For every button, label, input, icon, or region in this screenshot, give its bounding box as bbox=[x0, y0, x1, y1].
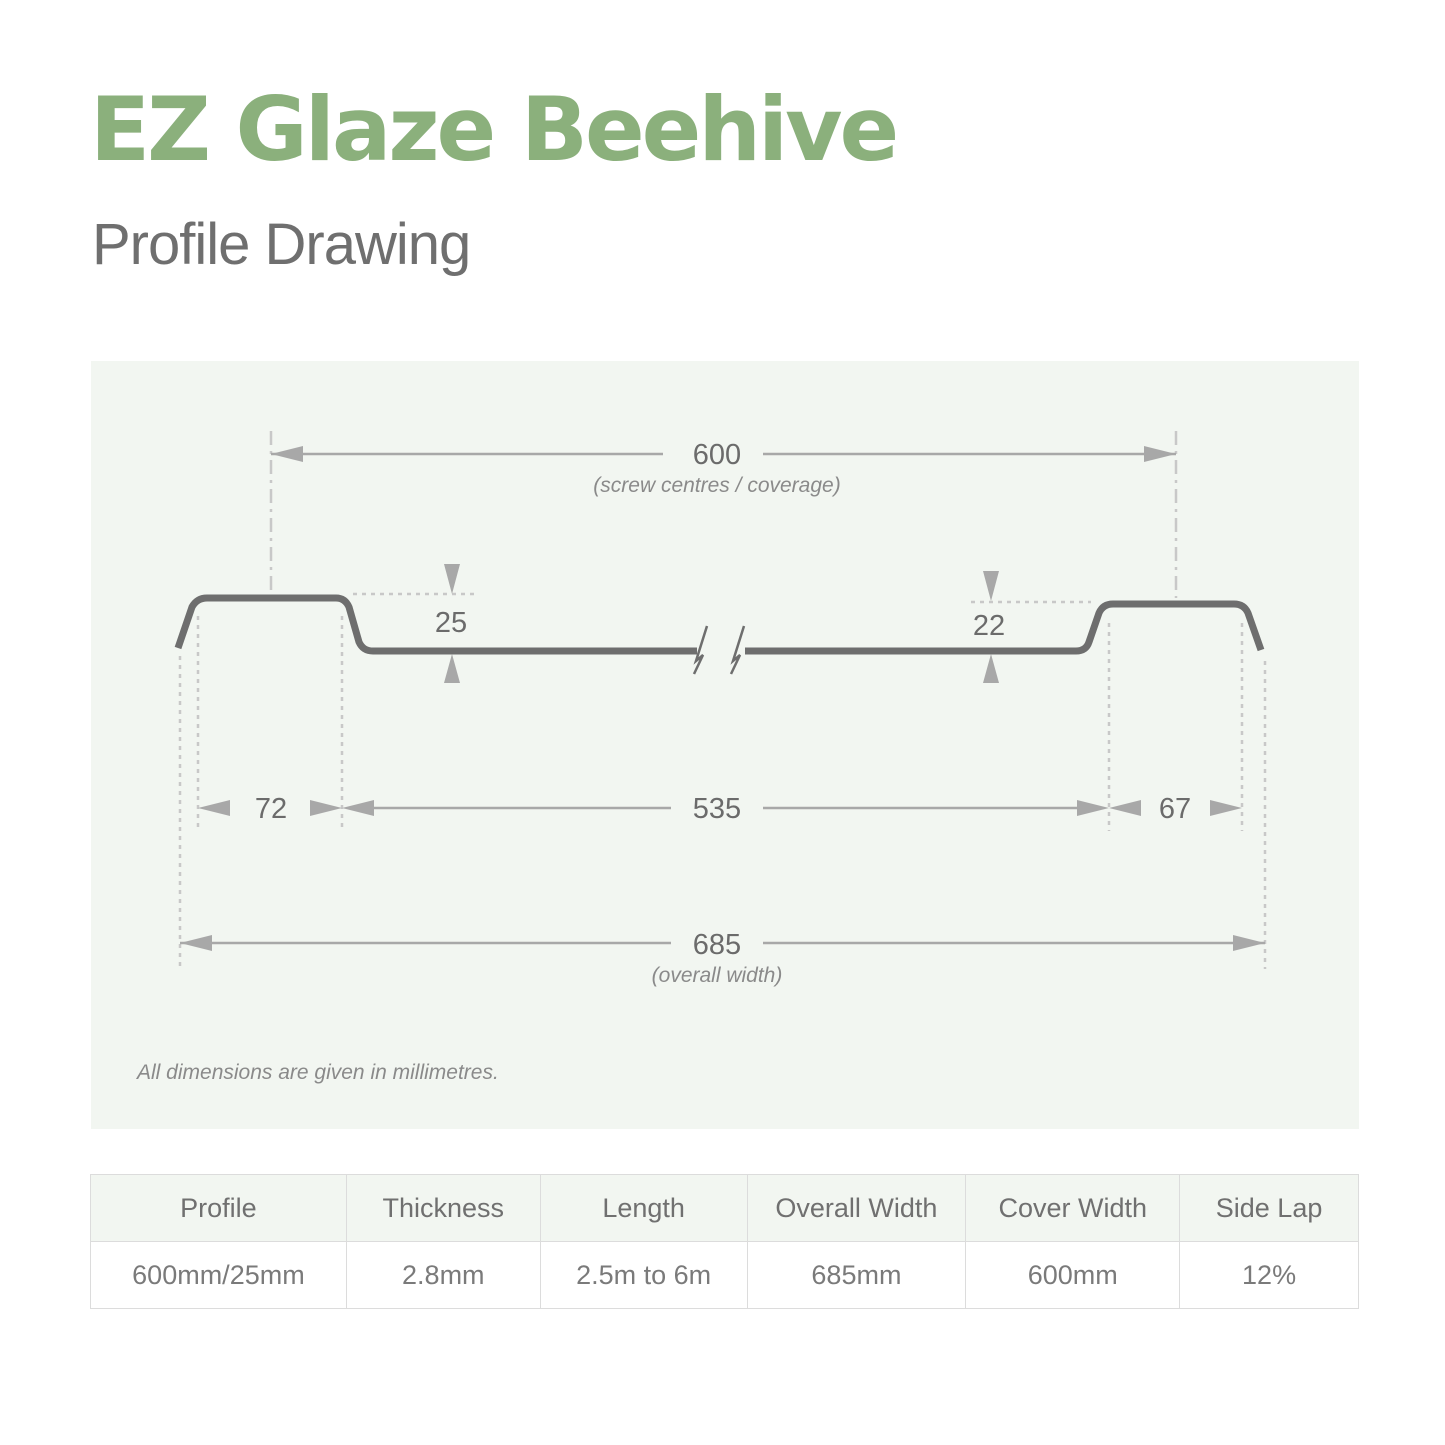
dimension-25-value: 25 bbox=[435, 607, 467, 639]
dimension-25: 25 bbox=[435, 564, 467, 683]
units-footnote: All dimensions are given in millimetres. bbox=[137, 1061, 499, 1084]
header-overall-width: Overall Width bbox=[746, 1174, 967, 1242]
cell-side-lap: 12% bbox=[1179, 1241, 1359, 1309]
cell-overall-width: 685mm bbox=[746, 1241, 967, 1309]
break-lines-icon bbox=[692, 625, 746, 675]
extension-lines-dotted bbox=[178, 592, 1267, 969]
specs-table: Profile Thickness Length Overall Width C… bbox=[90, 1174, 1359, 1309]
dimension-22-value: 22 bbox=[973, 610, 1005, 642]
dimension-600: 600 (screw centres / coverage) bbox=[271, 439, 1176, 497]
table-header-row: Profile Thickness Length Overall Width C… bbox=[90, 1174, 1359, 1242]
profile-line bbox=[174, 594, 1265, 655]
dimension-685: 685 (overall width) bbox=[180, 929, 1265, 987]
header-length: Length bbox=[539, 1174, 748, 1242]
page-title: EZ Glaze Beehive bbox=[90, 78, 899, 181]
cell-length: 2.5m to 6m bbox=[539, 1241, 748, 1309]
dimension-22: 22 bbox=[973, 571, 1005, 683]
cell-cover-width: 600mm bbox=[965, 1241, 1181, 1309]
header-cover-width: Cover Width bbox=[965, 1174, 1181, 1242]
page-subtitle: Profile Drawing bbox=[92, 212, 471, 277]
profile-drawing-panel: 600 (screw centres / coverage) 25 22 72 bbox=[91, 361, 1359, 1129]
table-row: 600mm/25mm 2.8mm 2.5m to 6m 685mm 600mm … bbox=[90, 1241, 1359, 1309]
dimension-600-value: 600 bbox=[693, 439, 741, 471]
cell-thickness: 2.8mm bbox=[345, 1241, 541, 1309]
header-side-lap: Side Lap bbox=[1179, 1174, 1359, 1242]
profile-drawing: 600 (screw centres / coverage) 25 22 72 bbox=[174, 431, 1267, 987]
dimension-67-value: 67 bbox=[1159, 793, 1191, 825]
dimension-600-note: (screw centres / coverage) bbox=[593, 474, 840, 497]
dimension-685-note: (overall width) bbox=[652, 964, 783, 987]
header-thickness: Thickness bbox=[345, 1174, 541, 1242]
dimension-chain: 72 535 67 bbox=[198, 793, 1242, 825]
header-profile: Profile bbox=[90, 1174, 347, 1242]
cell-profile: 600mm/25mm bbox=[90, 1241, 347, 1309]
dimension-72-value: 72 bbox=[255, 793, 287, 825]
dimension-535-value: 535 bbox=[693, 793, 741, 825]
dimension-685-value: 685 bbox=[693, 929, 741, 961]
extension-lines-600 bbox=[269, 431, 1178, 598]
